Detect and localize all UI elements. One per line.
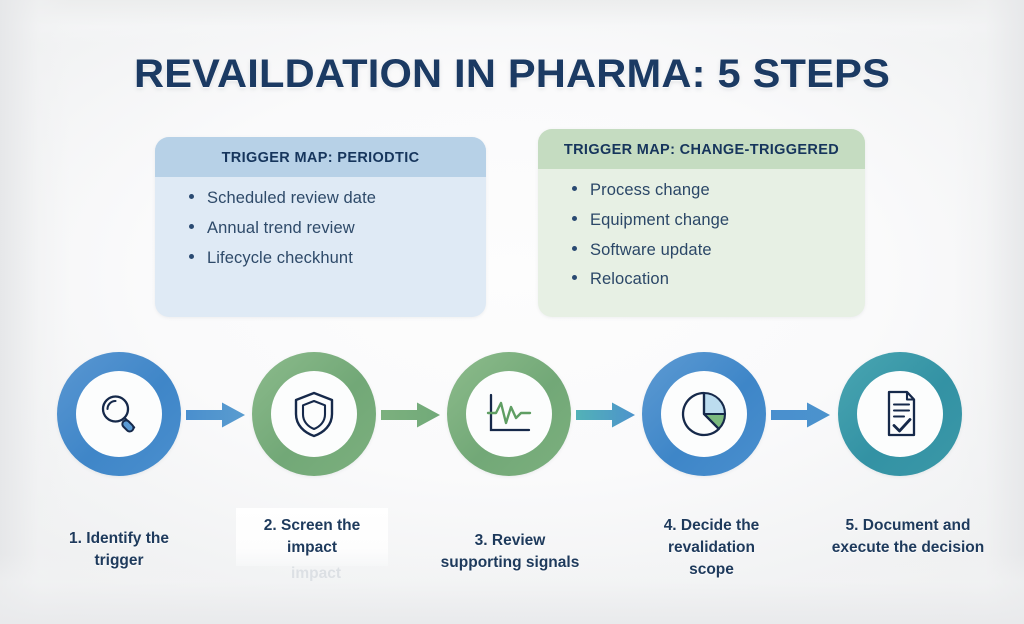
step-node-1 bbox=[57, 352, 181, 476]
step-caption-3: 3. Review supporting signals bbox=[420, 530, 600, 574]
step-caption-2-line1: 2. Screen the bbox=[263, 517, 361, 534]
step-caption-1: 1. Identify the trigger bbox=[29, 528, 209, 572]
list-item: Lifecycle checkhunt bbox=[155, 249, 486, 269]
bullet-icon bbox=[189, 223, 194, 229]
trigger-map-periodic-header: TRIGGER MAP: PERIODTIC bbox=[155, 137, 486, 177]
step-caption-1-line1: 1. Identify the bbox=[69, 530, 169, 547]
step-node-4 bbox=[642, 352, 766, 476]
step-4-ring bbox=[642, 352, 766, 476]
process-flow bbox=[0, 352, 1024, 482]
step-node-5 bbox=[838, 352, 962, 476]
step-caption-2-line2: impact bbox=[287, 539, 337, 556]
bullet-icon bbox=[189, 194, 194, 199]
list-item-label: Annual trend review bbox=[207, 218, 355, 237]
list-item-label: Process change bbox=[590, 181, 710, 199]
list-item: Software update bbox=[538, 241, 865, 261]
step-2-icon-well bbox=[271, 371, 357, 457]
bullet-icon bbox=[572, 186, 577, 191]
step-1-ring bbox=[57, 352, 181, 476]
step-caption-4-line3: scope bbox=[689, 561, 734, 578]
step-5-icon-well bbox=[857, 371, 943, 457]
step-caption-1-line2: trigger bbox=[94, 552, 144, 569]
step-caption-3-line1: 3. Review bbox=[474, 532, 546, 549]
trigger-map-change-triggered-card: TRIGGER MAP: CHANGE-TRIGGERED Process ch… bbox=[538, 129, 865, 317]
pie-chart-icon bbox=[681, 391, 727, 437]
step-3-icon-well bbox=[466, 371, 552, 457]
step-caption-4-line2: revalidation bbox=[668, 539, 755, 556]
list-item: Process change bbox=[538, 181, 865, 201]
flow-arrow-2 bbox=[381, 402, 441, 428]
bullet-icon bbox=[572, 245, 577, 251]
trigger-map-change-triggered-header: TRIGGER MAP: CHANGE-TRIGGERED bbox=[538, 129, 865, 169]
step-caption-5-line1: 5. Document and bbox=[845, 517, 971, 534]
trigger-map-periodic-card: TRIGGER MAP: PERIODTIC Scheduled review … bbox=[155, 137, 486, 317]
list-item: Annual trend review bbox=[155, 219, 486, 239]
step-5-ring bbox=[838, 352, 962, 476]
step-caption-4-line1: 4. Decide the bbox=[663, 517, 760, 534]
list-item-label: Scheduled review date bbox=[207, 189, 377, 207]
bullet-icon bbox=[572, 275, 577, 281]
step-node-2 bbox=[252, 352, 376, 476]
step-caption-5: 5. Document and execute the decision bbox=[808, 515, 1008, 559]
step-3-ring bbox=[447, 352, 571, 476]
step-4-icon-well bbox=[661, 371, 747, 457]
list-item: Relocation bbox=[538, 270, 865, 290]
step-node-3 bbox=[447, 352, 571, 476]
list-item-label: Relocation bbox=[590, 270, 669, 289]
shield-icon bbox=[294, 391, 334, 438]
background-vignette-top bbox=[0, 0, 1024, 44]
bullet-icon bbox=[189, 253, 194, 259]
step-caption-2-artifact-text: impact bbox=[291, 565, 341, 581]
flow-arrow-1 bbox=[186, 402, 246, 428]
page-title: REVAILDATION IN PHARMA: 5 STEPS bbox=[133, 52, 891, 96]
flow-arrow-4 bbox=[771, 402, 831, 428]
list-item-label: Lifecycle checkhunt bbox=[207, 248, 353, 267]
document-check-icon bbox=[887, 390, 916, 437]
bullet-icon bbox=[572, 215, 577, 221]
step-2-ring bbox=[252, 352, 376, 476]
list-item-label: Equipment change bbox=[590, 210, 730, 229]
step-caption-3-line2: supporting signals bbox=[440, 554, 580, 571]
line-chart-icon bbox=[486, 393, 532, 432]
list-item: Equipment change bbox=[538, 211, 865, 231]
list-item: Scheduled review date bbox=[155, 189, 486, 209]
step-caption-2-clipped-artifact: impact bbox=[246, 565, 386, 581]
step-1-icon-well bbox=[76, 371, 162, 457]
step-caption-5-line2: execute the decision bbox=[831, 539, 985, 556]
trigger-map-periodic-list: Scheduled review date Annual trend revie… bbox=[155, 177, 486, 294]
magnifier-icon bbox=[101, 395, 136, 433]
list-item-label: Software update bbox=[590, 240, 712, 259]
trigger-map-change-triggered-list: Process change Equipment change Software… bbox=[538, 169, 865, 316]
step-caption-4: 4. Decide the revalidation scope bbox=[624, 515, 799, 581]
step-caption-2: 2. Screen the impact bbox=[232, 515, 392, 559]
flow-arrow-3 bbox=[576, 402, 636, 428]
